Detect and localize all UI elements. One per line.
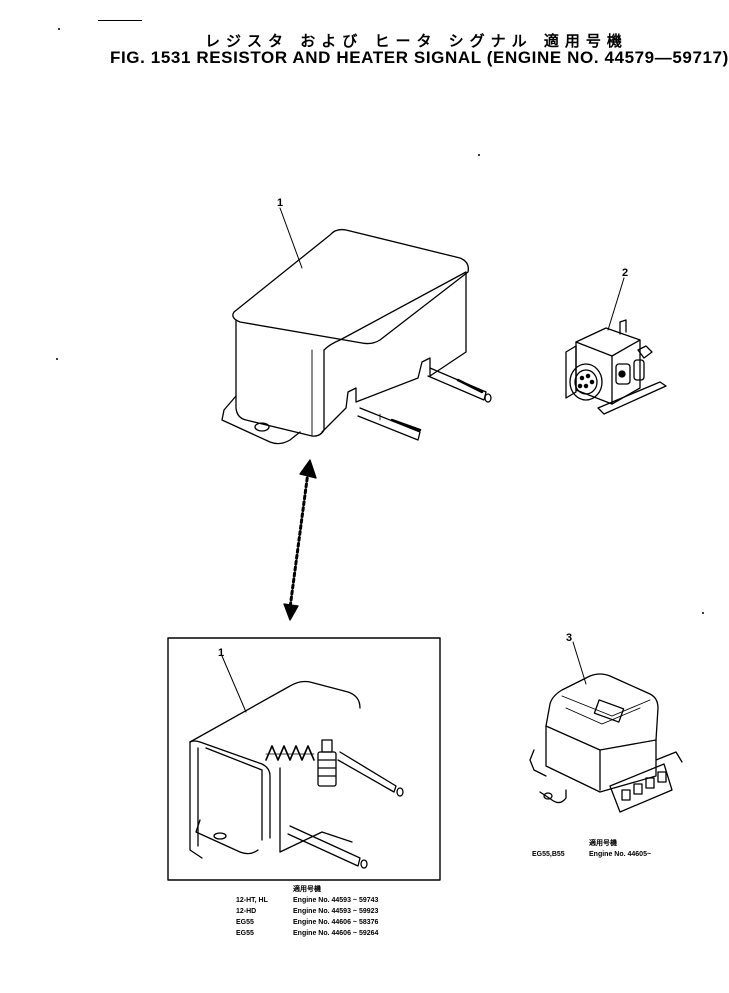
heater-signal-unit-drawing bbox=[529, 641, 683, 813]
callout-1: 1 bbox=[277, 197, 283, 209]
scan-speck bbox=[702, 612, 704, 614]
inset-frame bbox=[167, 637, 441, 881]
part3-applicability-table: 適用号機 EG55,B55 Engine No. 44605~ bbox=[532, 838, 651, 860]
reference-arrow bbox=[283, 459, 317, 621]
heater-signal-drawing bbox=[565, 277, 667, 415]
scan-speck bbox=[478, 154, 480, 156]
callout-1-inset: 1 bbox=[218, 647, 224, 659]
inset-applicability-table: 適用号機 12-HT, HL Engine No. 44593 ~ 59743 … bbox=[236, 884, 378, 939]
table-row: 12-HT, HL Engine No. 44593 ~ 59743 bbox=[236, 897, 379, 904]
callout-3: 3 bbox=[566, 632, 572, 644]
table-row: 12-HD Engine No. 44593 ~ 59923 bbox=[236, 908, 379, 915]
table-row: EG55 Engine No. 44606 ~ 58376 bbox=[236, 919, 379, 926]
table-row: EG55,B55 Engine No. 44605~ bbox=[532, 851, 652, 858]
header-rule bbox=[98, 20, 142, 21]
part3-table-heading: 適用号機 bbox=[589, 840, 617, 847]
title-japanese: レジスタ および ヒータ シグナル 適用号機 bbox=[205, 32, 628, 50]
resistor-internal-drawing bbox=[189, 655, 404, 869]
scan-speck bbox=[56, 358, 58, 360]
table-row: EG55 Engine No. 44606 ~ 59264 bbox=[236, 930, 379, 937]
inset-table-heading: 適用号機 bbox=[293, 886, 321, 893]
scan-speck bbox=[58, 28, 60, 30]
callout-2: 2 bbox=[622, 267, 628, 279]
resistor-box-drawing bbox=[221, 207, 492, 445]
figure-title: FIG. 1531 RESISTOR AND HEATER SIGNAL (EN… bbox=[110, 48, 729, 67]
